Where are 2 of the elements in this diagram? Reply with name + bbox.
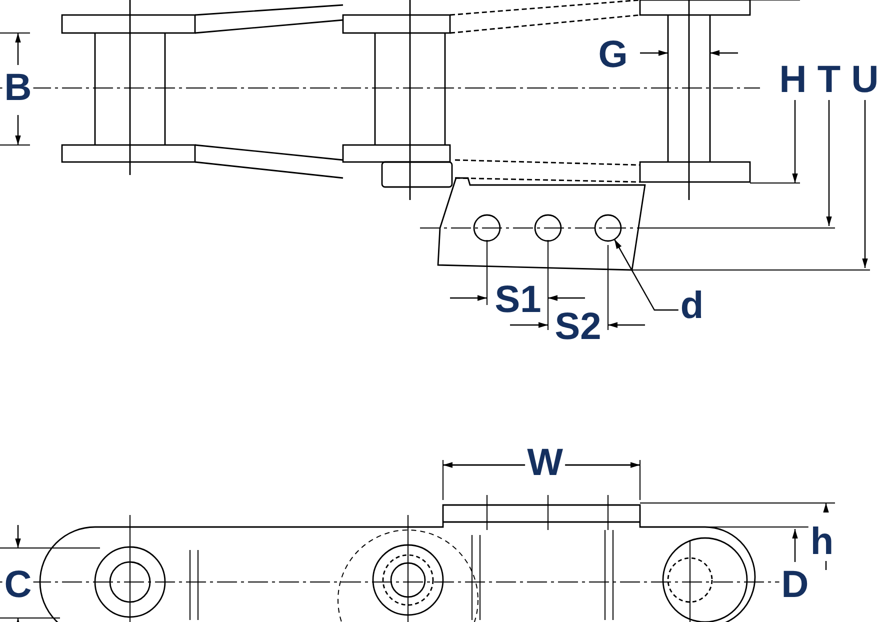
leader-line: [614, 239, 680, 311]
hole: [594, 214, 622, 242]
